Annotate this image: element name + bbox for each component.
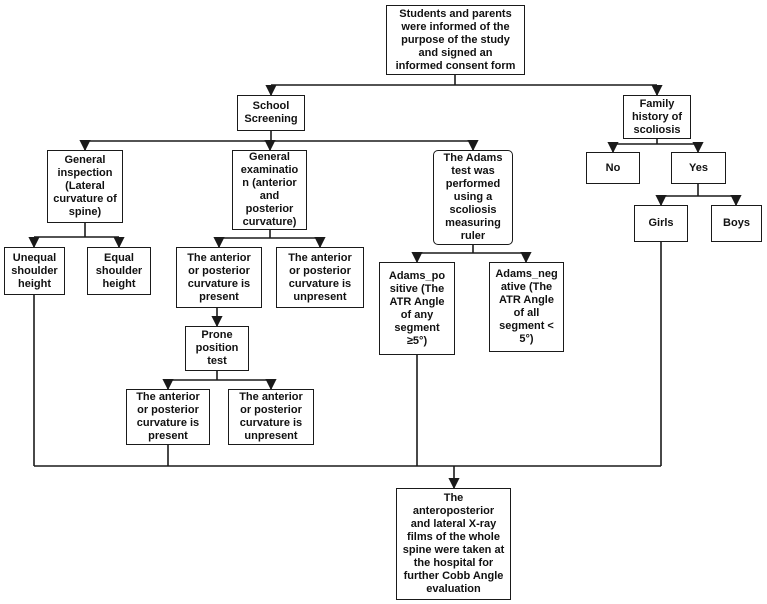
node-xray-cobb-angle: The anteroposterior and lateral X-ray fi… [396, 488, 511, 600]
node-unequal-shoulder: Unequal shoulder height [4, 247, 65, 295]
node-general-examination: General examinatio n (anterior and poste… [232, 150, 307, 230]
node-equal-shoulder: Equal shoulder height [87, 247, 151, 295]
node-curvature-unpresent-2: The anterior or posterior curvature is u… [228, 389, 314, 445]
node-curvature-present-1: The anterior or posterior curvature is p… [176, 247, 262, 308]
node-family-history: Family history of scoliosis [623, 95, 691, 139]
node-girls: Girls [634, 205, 688, 242]
node-curvature-present-2: The anterior or posterior curvature is p… [126, 389, 210, 445]
node-family-no: No [586, 152, 640, 184]
node-curvature-unpresent-1: The anterior or posterior curvature is u… [276, 247, 364, 308]
node-adams-negative: Adams_neg ative (The ATR Angle of all se… [489, 262, 564, 352]
node-general-inspection: General inspection (Lateral curvature of… [47, 150, 123, 223]
node-boys: Boys [711, 205, 762, 242]
node-informed-consent: Students and parents were informed of th… [386, 5, 525, 75]
node-prone-position-test: Prone position test [185, 326, 249, 371]
node-adams-test: The Adams test was performed using a sco… [433, 150, 513, 245]
node-adams-positive: Adams_po sitive (The ATR Angle of any se… [379, 262, 455, 355]
node-school-screening: School Screening [237, 95, 305, 131]
node-family-yes: Yes [671, 152, 726, 184]
